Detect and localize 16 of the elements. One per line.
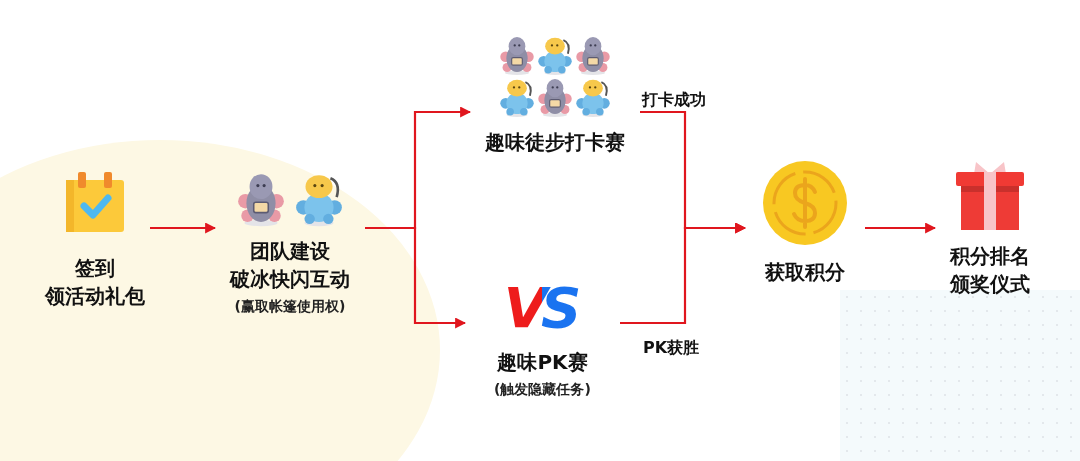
step-label: 破冰快闪互动 <box>230 266 350 294</box>
step-label: 领活动礼包 <box>45 283 145 310</box>
edge-label: PK获胜 <box>641 338 702 358</box>
step-note: (赢取帐篷使用权) <box>234 297 346 317</box>
step-label: 趣味PK赛 <box>497 349 588 376</box>
arrow <box>150 222 217 234</box>
step-label: 趣味徒步打卡赛 <box>485 128 625 156</box>
step-label: 签到 <box>75 255 115 282</box>
step-label: 获取积分 <box>765 259 845 286</box>
arrow <box>620 222 747 325</box>
arrow <box>865 222 937 234</box>
step-label: 团队建设 <box>250 238 330 266</box>
step-label: 积分排名 <box>950 243 1030 270</box>
step-note: (触发隐藏任务) <box>494 380 591 399</box>
step-label: 颁奖仪式 <box>950 271 1030 298</box>
edge-label: 打卡成功 <box>640 90 708 110</box>
